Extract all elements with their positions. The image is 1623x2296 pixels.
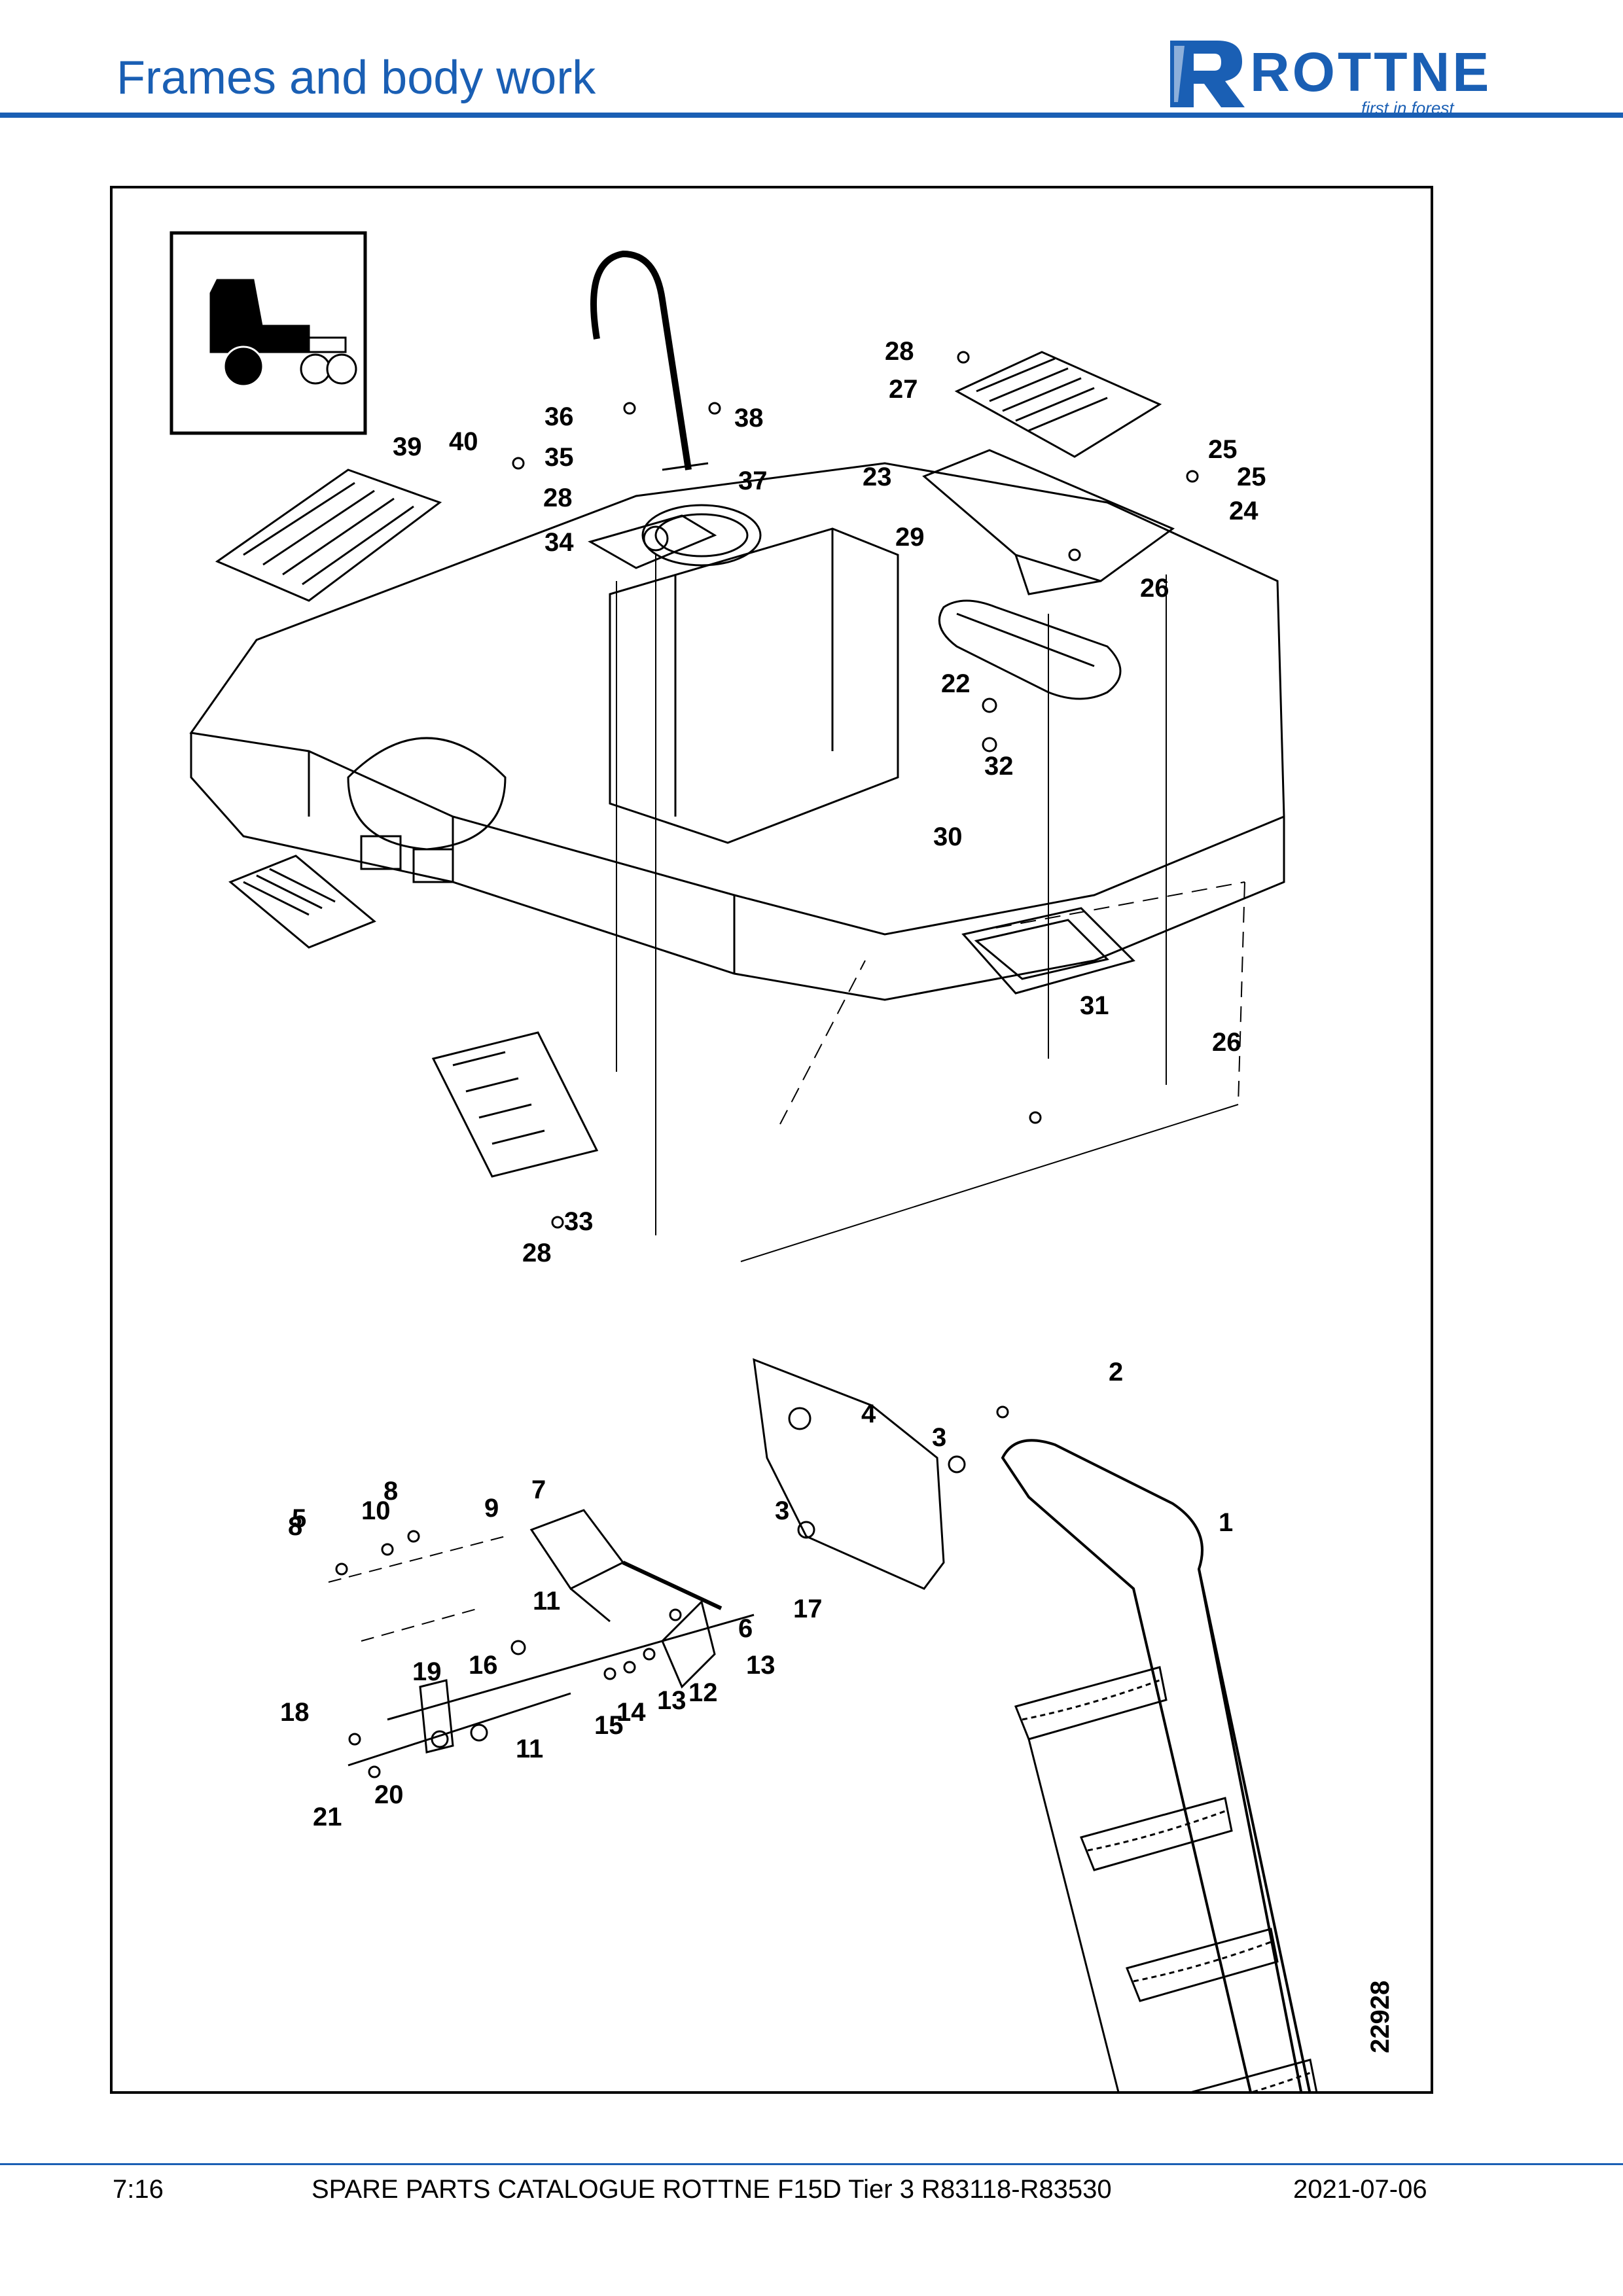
part-label: 19 [412, 1657, 442, 1686]
part-label: 18 [280, 1698, 310, 1727]
part-label: 26 [1140, 574, 1169, 603]
part-label: 29 [895, 523, 925, 552]
part-label: 13 [657, 1686, 687, 1715]
step-ladder-1 [1001, 1439, 1318, 2091]
damper-5 [529, 1509, 625, 1590]
machine-silhouette-icon [209, 279, 357, 387]
part-label: 3 [775, 1496, 789, 1525]
part-label: 1 [1219, 1508, 1233, 1537]
part-label: 10 [361, 1496, 391, 1525]
part-label: 6 [738, 1614, 753, 1643]
part-label: 11 [533, 1587, 560, 1616]
part-label: 25 [1208, 435, 1238, 464]
part-label: 4 [861, 1400, 876, 1428]
part-label: 34 [544, 528, 574, 557]
logo-wordmark: ROTTNE [1250, 41, 1492, 103]
part-label: 22 [941, 669, 971, 698]
part-label: 30 [933, 822, 963, 851]
part-label: 13 [746, 1651, 776, 1680]
header-rule [0, 113, 1623, 118]
part-label: 8 [383, 1477, 398, 1506]
rottne-r-mark-icon [1170, 41, 1245, 107]
seal-22 [938, 599, 1122, 700]
part-label: 23 [863, 463, 892, 491]
cover-23 [922, 449, 1175, 582]
part-label: 11 [516, 1735, 543, 1763]
part-label: 21 [313, 1803, 342, 1831]
frame-body [189, 462, 1285, 936]
footer-rule [0, 2163, 1623, 2165]
part-label: 14 [616, 1698, 646, 1727]
part-label: 2 [1109, 1358, 1123, 1386]
part-label: 28 [543, 484, 573, 512]
footer-catalogue-title: SPARE PARTS CATALOGUE ROTTNE F15D Tier 3… [312, 2175, 1112, 2204]
drawing-number: 22928 [1366, 1981, 1395, 2053]
footer-date: 2021-07-06 [1293, 2175, 1427, 2204]
part-label: 15 [594, 1711, 624, 1740]
part-label: 20 [374, 1780, 404, 1809]
part-label: 40 [449, 427, 478, 456]
part-label: 38 [734, 404, 764, 433]
grab-handle [590, 250, 692, 470]
part-label: 16 [469, 1651, 498, 1680]
machine-thumbnail-frame [169, 231, 367, 435]
page-title: Frames and body work [116, 52, 596, 104]
part-label: 28 [522, 1239, 552, 1267]
grille-39 [215, 468, 442, 602]
part-label: 7 [531, 1475, 546, 1504]
grille-27 [954, 351, 1162, 458]
bracket-plate-4 [753, 1358, 945, 1590]
part-label: 27 [889, 375, 918, 404]
part-label: 33 [564, 1207, 594, 1236]
part-label: 24 [1229, 497, 1258, 525]
part-label: 35 [544, 443, 574, 472]
part-label: 32 [984, 752, 1014, 781]
part-label: 26 [1212, 1028, 1241, 1057]
grille-33 [431, 1031, 599, 1178]
part-label: 28 [885, 337, 914, 366]
part-label: 17 [793, 1595, 823, 1623]
part-label: 3 [932, 1423, 946, 1452]
part-label: 25 [1237, 463, 1266, 491]
part-label: 5 [292, 1504, 306, 1533]
part-label: 39 [393, 433, 422, 461]
part-label: 31 [1080, 991, 1109, 1020]
part-label: 9 [484, 1494, 499, 1523]
part-label: 8 [288, 1512, 302, 1541]
part-label: 37 [738, 467, 768, 495]
part-label: 12 [688, 1678, 718, 1707]
footer-page-number: 7:16 [113, 2175, 164, 2204]
figure-frame [110, 186, 1433, 2094]
part-label: 36 [544, 402, 574, 431]
center-console [609, 527, 899, 844]
brand-logo: ROTTNE first in forest [1165, 34, 1518, 118]
